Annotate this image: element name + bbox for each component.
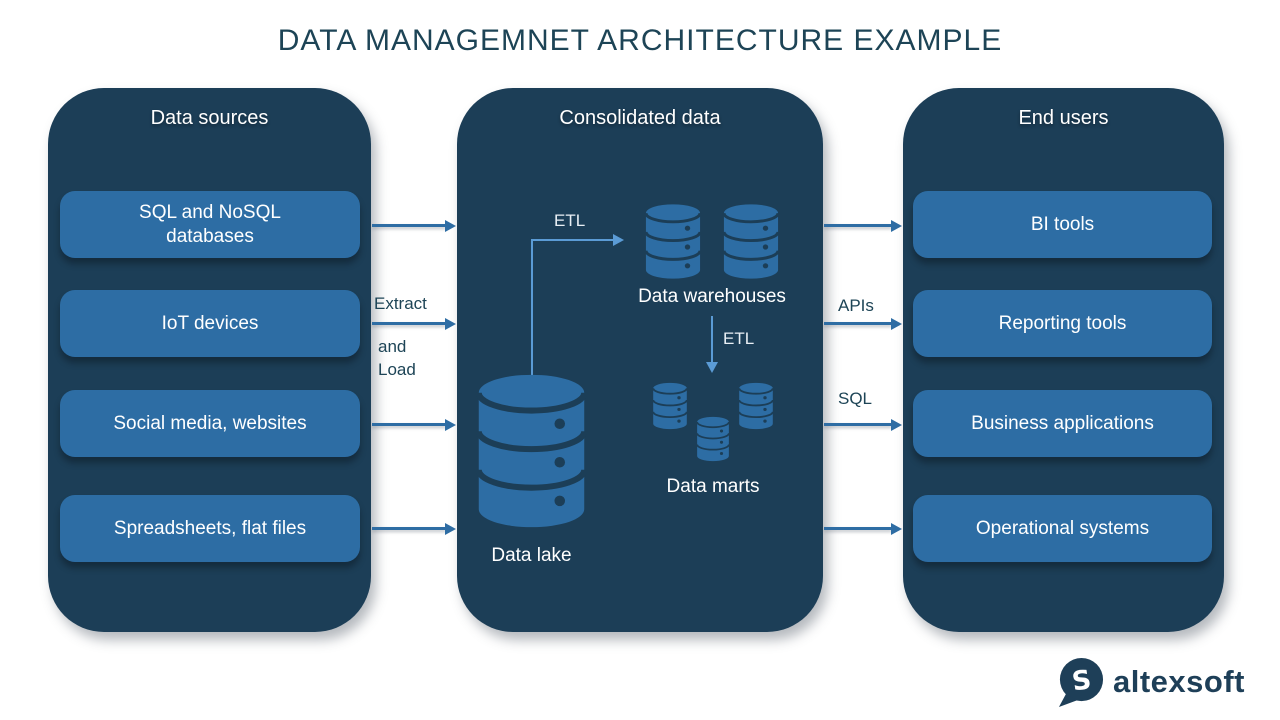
etl-mid-label: ETL	[723, 329, 755, 348]
arrow-sql-to-business-applications	[824, 418, 902, 431]
data-marts-label: Data marts	[666, 476, 760, 497]
panel-consolidated-data: Consolidated data ETL Data warehouses ET…	[457, 88, 823, 632]
data-lake-database-icon	[475, 372, 588, 530]
enduser-item-reporting-tools: Reporting tools	[913, 290, 1212, 357]
and-label: and	[378, 337, 407, 356]
data-warehouse-database-icon	[644, 203, 702, 280]
altexsoft-logo-text: altexsoft	[1113, 664, 1245, 699]
panel-data-sources: Data sources SQL and NoSQL databases IoT…	[48, 88, 371, 632]
panel-end-users: End users BI tools Reporting tools Busin…	[903, 88, 1224, 632]
sql-label: SQL	[838, 389, 873, 408]
etl-down-arrow	[711, 316, 713, 362]
data-mart-database-icon	[696, 416, 730, 462]
panel-title-consolidated-data: Consolidated data	[559, 107, 721, 129]
altexsoft-logo: S altexsoft	[1056, 656, 1245, 708]
source-item-spreadsheets-flat-files: Spreadsheets, flat files	[60, 495, 360, 562]
altexsoft-speech-bubble-icon: S	[1058, 657, 1104, 707]
source-item-sql-nosql-databases: SQL and NoSQL databases	[60, 191, 360, 258]
arrow-spreadsheets-to-lake	[372, 522, 456, 535]
etl-down-arrowhead-icon	[706, 362, 718, 373]
data-mart-database-icon	[652, 382, 688, 430]
data-warehouses-label: Data warehouses	[638, 286, 786, 307]
diagram-title: DATA MANAGEMNET ARCHITECTURE EXAMPLE	[277, 24, 1003, 57]
arrow-apis-to-reporting-tools	[824, 317, 902, 330]
arrow-iot-to-lake	[372, 317, 456, 330]
enduser-item-business-applications: Business applications	[913, 390, 1212, 457]
etl-elbow-arrow-horizontal	[531, 239, 613, 241]
data-lake-label: Data lake	[491, 545, 572, 566]
enduser-item-bi-tools: BI tools	[913, 191, 1212, 258]
arrow-databases-to-lake	[372, 219, 456, 232]
panel-title-end-users: End users	[1018, 107, 1109, 129]
source-item-social-media-websites: Social media, websites	[60, 390, 360, 457]
load-label: Load	[378, 360, 416, 379]
arrow-social-to-lake	[372, 418, 456, 431]
panel-title-data-sources: Data sources	[150, 107, 269, 129]
data-mart-database-icon	[738, 382, 774, 430]
svg-text:S: S	[1070, 664, 1093, 697]
arrow-warehouses-to-bi-tools	[824, 219, 902, 232]
arrow-to-operational-systems	[824, 522, 902, 535]
etl-top-label: ETL	[554, 211, 586, 230]
etl-elbow-arrow-vertical	[531, 240, 533, 375]
apis-label: APIs	[838, 296, 874, 315]
etl-elbow-arrowhead-icon	[613, 234, 624, 246]
data-warehouse-database-icon	[722, 203, 780, 280]
source-item-iot-devices: IoT devices	[60, 290, 360, 357]
enduser-item-operational-systems: Operational systems	[913, 495, 1212, 562]
extract-label: Extract	[374, 294, 427, 313]
